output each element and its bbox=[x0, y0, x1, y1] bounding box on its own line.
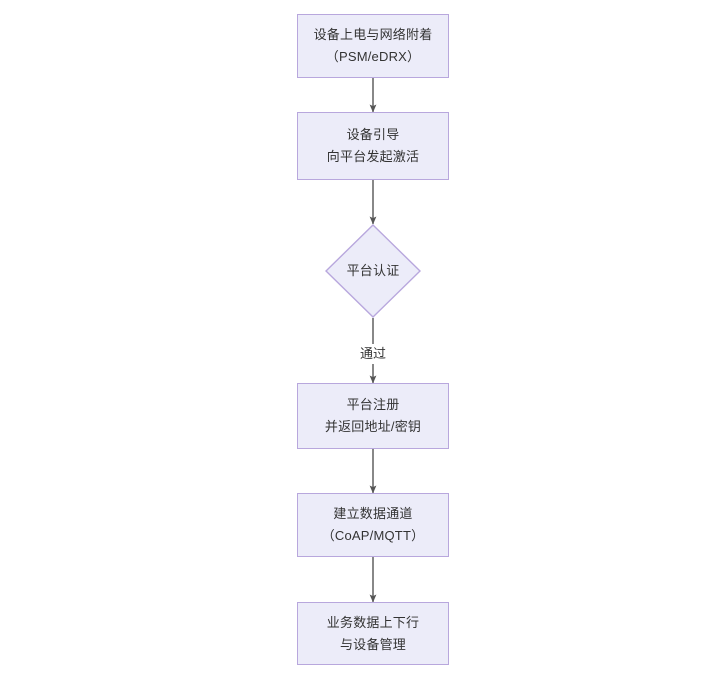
process-node-line: 并返回地址/密钥 bbox=[324, 419, 422, 434]
process-node-line: 向平台发起激活 bbox=[326, 149, 420, 164]
process-node-line: （PSM/eDRX） bbox=[325, 49, 421, 64]
process-node-line: 设备上电与网络附着 bbox=[313, 27, 433, 42]
process-node-line: 与设备管理 bbox=[339, 636, 406, 652]
process-node-line: 设备引导 bbox=[346, 127, 400, 142]
process-node-n6[interactable]: 业务数据上下行与设备管理 bbox=[297, 602, 449, 665]
process-node-line: （CoAP/MQTT） bbox=[321, 528, 425, 543]
process-node-line: 业务数据上下行 bbox=[326, 614, 420, 630]
process-node-line: 平台注册 bbox=[346, 397, 400, 412]
edge-label: 通过 bbox=[356, 344, 390, 364]
process-node-n4[interactable]: 平台注册并返回地址/密钥 bbox=[297, 383, 449, 449]
process-node-n1[interactable]: 设备上电与网络附着 （PSM/eDRX） bbox=[297, 14, 449, 78]
decision-node-n3[interactable]: 平台认证 bbox=[325, 224, 421, 318]
process-node-n5[interactable]: 建立数据通道 （CoAP/MQTT） bbox=[297, 493, 449, 557]
diamond-shape bbox=[325, 224, 421, 318]
process-node-n2[interactable]: 设备引导向平台发起激活 bbox=[297, 112, 449, 180]
decision-node-label: 平台认证 bbox=[346, 263, 400, 278]
process-node-line: 建立数据通道 bbox=[333, 506, 413, 521]
